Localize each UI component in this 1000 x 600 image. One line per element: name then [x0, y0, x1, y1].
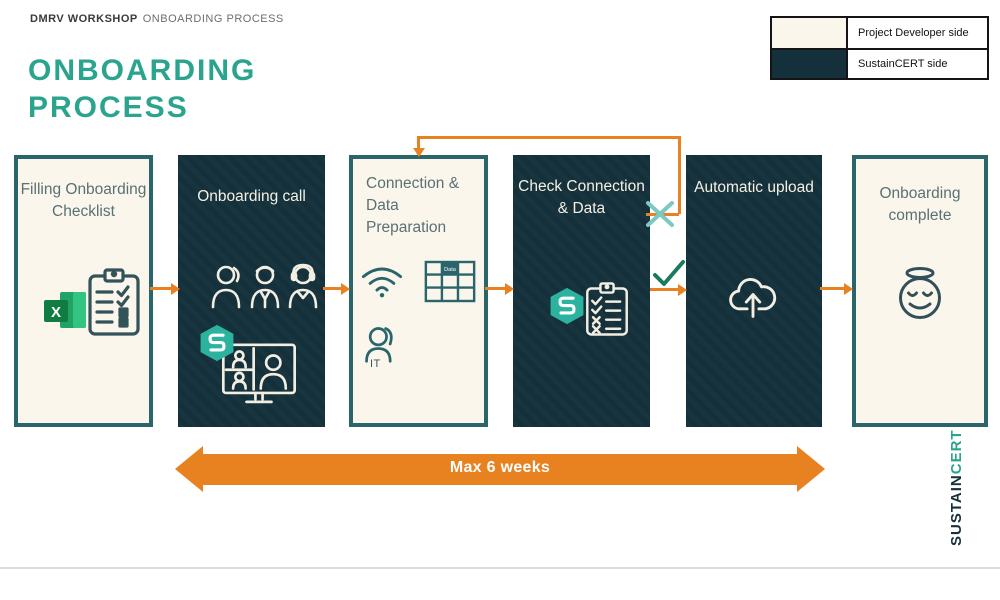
legend-label-sustaincert: SustainCERT side — [858, 58, 948, 70]
x-icon — [646, 201, 674, 227]
feedback-loop-right-line — [678, 136, 681, 214]
excel-icon: X — [44, 292, 86, 328]
step-automatic-upload: Automatic upload — [686, 155, 822, 427]
it-person-icon — [365, 327, 393, 363]
flow-arrow-3 — [485, 282, 514, 295]
feedback-loop-arrowhead — [412, 148, 425, 157]
flow-arrow-1 — [150, 282, 180, 295]
legend-row-sustaincert: SustainCERT side — [772, 48, 987, 78]
step-check-connection-data: Check Connection & Data — [513, 155, 650, 427]
page-title: ONBOARDING PROCESS — [28, 52, 256, 126]
legend-row-project-developer: Project Developer side — [772, 18, 987, 48]
excel-checklist-icon-group: X — [44, 268, 140, 336]
page-title-line2: PROCESS — [28, 91, 189, 124]
feedback-loop-down-line — [417, 136, 420, 149]
step-title: Check Connection & Data — [518, 178, 645, 217]
sustaincert-wordmark: SUSTAINCERT — [948, 400, 966, 546]
checklist-clipboard-icon — [88, 268, 140, 336]
legend-label-project-developer: Project Developer side — [858, 27, 969, 39]
kicker-primary: DMRV WORKSHOP — [30, 13, 138, 25]
kicker-secondary: ONBOARDING PROCESS — [142, 13, 284, 25]
attendees-icon — [211, 263, 318, 309]
cloud-upload-icon — [729, 278, 777, 318]
wifi-icon — [361, 267, 403, 298]
flow-arrow-5 — [820, 282, 853, 295]
page-title-line1: ONBOARDING — [28, 54, 257, 87]
step-onboarding-complete: Onboarding complete — [852, 155, 988, 427]
slide-bottom-edge — [0, 567, 1000, 569]
data-cell-label: Data — [444, 267, 457, 273]
legend: Project Developer side SustainCERT side — [770, 16, 989, 80]
slide-kicker: DMRV WORKSHOP ONBOARDING PROCESS — [30, 13, 284, 25]
timeline-arrow-right-tip — [797, 446, 825, 492]
wordmark-sustain: SUSTAIN — [948, 474, 965, 546]
svg-text:X: X — [51, 304, 61, 321]
step-title: Filling Onboarding Checklist — [20, 181, 147, 220]
flow-arrow-4 — [650, 283, 687, 296]
step-title: Connection & Data Preparation — [366, 175, 460, 236]
timeline-arrow-shaft — [202, 454, 798, 485]
video-call-monitor-icon — [221, 343, 297, 404]
step-title: Onboarding call — [197, 188, 306, 205]
flow-arrow-2 — [323, 282, 350, 295]
sustaincert-logo-icon — [200, 324, 234, 362]
timeline-label: Max 6 weeks — [449, 459, 551, 476]
halo-smiley-icon — [899, 267, 941, 319]
timeline-arrow-left-tip — [175, 446, 203, 492]
data-table-icon: Data — [424, 260, 476, 303]
step-filling-onboarding-checklist: Filling Onboarding Checklist — [14, 155, 153, 427]
step-title: Automatic upload — [694, 179, 814, 196]
check-x-clipboard-icon — [586, 282, 628, 336]
it-label: IT — [370, 358, 381, 370]
legend-swatch-project-developer — [772, 18, 848, 48]
wordmark-cert: CERT — [948, 429, 965, 475]
legend-swatch-sustaincert — [772, 50, 848, 78]
sustaincert-logo-icon — [550, 287, 584, 325]
check-icon — [653, 260, 685, 286]
step-connection-data-preparation: Connection & Data Preparation — [349, 155, 488, 427]
feedback-loop-top-line — [417, 136, 680, 139]
step-title: Onboarding complete — [879, 185, 961, 224]
